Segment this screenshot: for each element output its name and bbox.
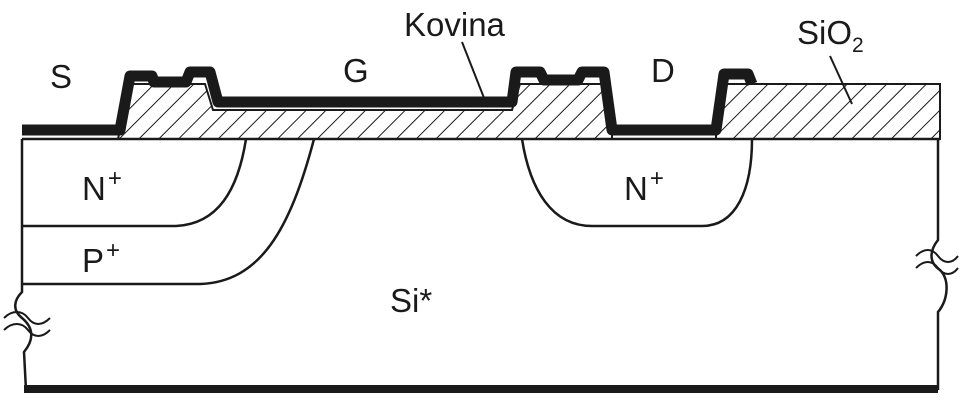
drain-label: D	[651, 52, 675, 89]
oxide-layer	[116, 83, 941, 140]
n-plus-drain-label: N+	[624, 165, 664, 207]
p-plus-label: P+	[82, 237, 120, 279]
p-plus-region	[22, 138, 316, 286]
oxide-label-subscript: 2	[852, 34, 864, 57]
gate-label: G	[343, 52, 369, 89]
p-plus-sup: +	[106, 237, 120, 264]
n-plus-source-label: N+	[82, 165, 122, 207]
bottom-contact	[24, 385, 938, 393]
p-plus-letter: P	[82, 242, 104, 279]
substrate-outline	[3, 139, 959, 391]
metal-label: Kovina	[404, 6, 506, 43]
oxide-label-base: SiO	[797, 14, 852, 51]
source-label: S	[50, 58, 72, 95]
oxide-leader-line	[829, 55, 853, 105]
substrate-label: Si*	[390, 282, 432, 319]
n-plus-source-letter: N	[82, 170, 106, 207]
n-plus-source-sup: +	[108, 165, 122, 192]
metal-leader-line	[461, 41, 487, 104]
n-plus-drain-sup: +	[650, 165, 664, 192]
n-plus-drain-region	[520, 138, 754, 228]
metal-layer	[22, 66, 758, 136]
n-plus-drain-letter: N	[624, 170, 648, 207]
n-plus-source-region	[22, 138, 248, 228]
oxide-label: SiO2	[797, 14, 864, 57]
source-contact	[22, 66, 758, 136]
